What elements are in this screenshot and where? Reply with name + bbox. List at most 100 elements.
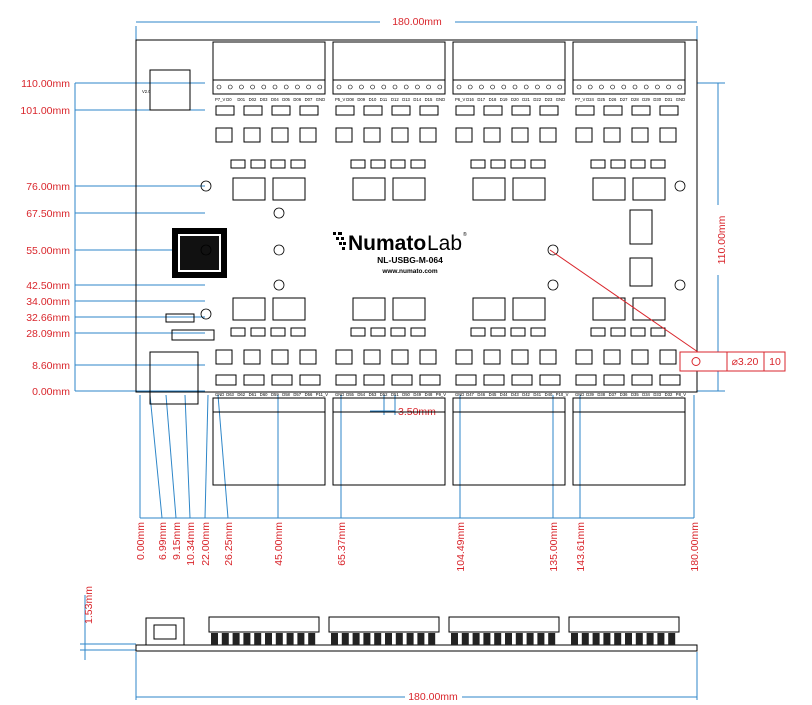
memory-ic bbox=[629, 257, 653, 287]
terminal-label: D32 bbox=[665, 392, 673, 397]
side-terminal-pin bbox=[221, 633, 229, 645]
led-component bbox=[419, 374, 441, 386]
terminal-label: D22 bbox=[533, 97, 541, 102]
memory-ic bbox=[629, 209, 653, 245]
bottom-terminal-strip bbox=[212, 397, 326, 413]
terminal-label: D39 bbox=[586, 392, 594, 397]
led-component bbox=[455, 105, 475, 116]
resistor-component bbox=[250, 327, 266, 337]
terminal-label: D49 bbox=[413, 392, 421, 397]
terminal-pin bbox=[467, 84, 473, 90]
resistor-component bbox=[270, 159, 286, 169]
led-component bbox=[603, 105, 623, 116]
terminal-label: D59 bbox=[271, 392, 279, 397]
terminal-label: D35 bbox=[631, 392, 639, 397]
side-terminal-pin bbox=[625, 633, 632, 645]
transistor-component bbox=[603, 127, 621, 143]
led-component bbox=[335, 105, 355, 116]
terminal-label: D0 bbox=[226, 97, 232, 102]
resistor-component bbox=[650, 327, 666, 337]
logo-text-bold: Numato bbox=[348, 232, 426, 255]
left-dimension-label: 110.00mm bbox=[21, 78, 70, 90]
terminal-pin bbox=[239, 84, 244, 90]
mounting-hole bbox=[273, 207, 285, 219]
terminal-label: D24 bbox=[586, 97, 594, 102]
terminal-pin bbox=[272, 84, 278, 90]
terminal-label: P8_V bbox=[676, 392, 686, 397]
terminal-label: D23 bbox=[545, 97, 553, 102]
mounting-hole bbox=[547, 244, 559, 256]
terminal-label: D15 bbox=[425, 97, 433, 102]
board-outline bbox=[135, 39, 698, 393]
dimension-extension-line bbox=[204, 394, 209, 519]
terminal-label: GND bbox=[676, 97, 685, 102]
callout-count: 10 bbox=[769, 356, 781, 368]
led-component bbox=[243, 105, 263, 116]
side-terminal-pin bbox=[211, 633, 218, 645]
terminal-pin bbox=[643, 84, 649, 90]
terminal-label: D30 bbox=[653, 97, 661, 102]
side-terminal-pin bbox=[668, 633, 676, 645]
terminal-label: D31 bbox=[665, 97, 673, 102]
terminal-label: D05 bbox=[282, 97, 290, 102]
side-terminal-pin bbox=[526, 633, 534, 645]
side-terminal-pin bbox=[515, 633, 523, 645]
side-terminal-pin bbox=[592, 633, 600, 645]
resistor-component bbox=[370, 327, 386, 337]
side-terminal-pin bbox=[308, 633, 316, 645]
terminal-pin bbox=[306, 84, 311, 90]
left-dimension-label: 34.00mm bbox=[26, 296, 70, 308]
resistor-component bbox=[270, 327, 286, 337]
side-terminal-pin bbox=[472, 633, 480, 645]
header-connector bbox=[171, 329, 215, 341]
terminal-label: D17 bbox=[477, 97, 485, 102]
terminal-label: P5_V bbox=[335, 97, 345, 102]
resistor-component bbox=[590, 327, 606, 337]
terminal-label: D13 bbox=[402, 97, 410, 102]
microcontroller-die bbox=[180, 236, 219, 270]
led-component bbox=[391, 105, 411, 116]
resistor-component bbox=[290, 327, 306, 337]
terminal-label: D19 bbox=[500, 97, 508, 102]
left-dimension-label: 32.66mm bbox=[26, 312, 70, 324]
terminal-pin bbox=[677, 84, 683, 90]
led-component bbox=[511, 374, 533, 386]
left-dimension-label: 101.00mm bbox=[20, 105, 70, 117]
side-terminal-pin bbox=[571, 633, 578, 645]
transistor-component bbox=[483, 349, 501, 365]
terminal-pin bbox=[437, 84, 443, 90]
bottom-terminal-block bbox=[452, 411, 566, 486]
terminal-pin bbox=[655, 84, 660, 90]
terminal-label: D51 bbox=[391, 392, 399, 397]
terminal-pin bbox=[392, 84, 398, 90]
terminal-label: D18 bbox=[489, 97, 497, 102]
terminal-label: D38 bbox=[597, 392, 605, 397]
terminal-label: D06 bbox=[293, 97, 301, 102]
transistor-component bbox=[455, 127, 473, 143]
side-terminal-pin bbox=[646, 633, 654, 645]
terminal-label: P7_V bbox=[575, 97, 585, 102]
terminal-pin bbox=[415, 84, 420, 90]
resistor-component bbox=[530, 327, 546, 337]
terminal-label: GND bbox=[436, 97, 445, 102]
side-terminal-block bbox=[208, 616, 320, 633]
top-terminal-block bbox=[332, 41, 446, 81]
transistor-component bbox=[243, 127, 261, 143]
side-terminal-block bbox=[448, 616, 560, 633]
driver-ic bbox=[352, 177, 386, 201]
led-component bbox=[483, 374, 505, 386]
side-terminal-pin bbox=[451, 633, 458, 645]
bottom-dimension-label: 143.61mm bbox=[575, 522, 587, 572]
transistor-component bbox=[215, 349, 233, 365]
mounting-hole bbox=[674, 180, 686, 192]
bottom-dimension-label: 26.25mm bbox=[223, 522, 235, 566]
resistor-component bbox=[230, 327, 246, 337]
right-height-label: 110.00mm bbox=[716, 215, 728, 264]
top-terminal-block bbox=[212, 41, 326, 81]
led-component bbox=[271, 374, 293, 386]
transistor-component bbox=[659, 349, 677, 365]
mounting-hole bbox=[273, 279, 285, 291]
terminal-label: D11 bbox=[380, 97, 388, 102]
terminal-pin bbox=[403, 84, 409, 90]
